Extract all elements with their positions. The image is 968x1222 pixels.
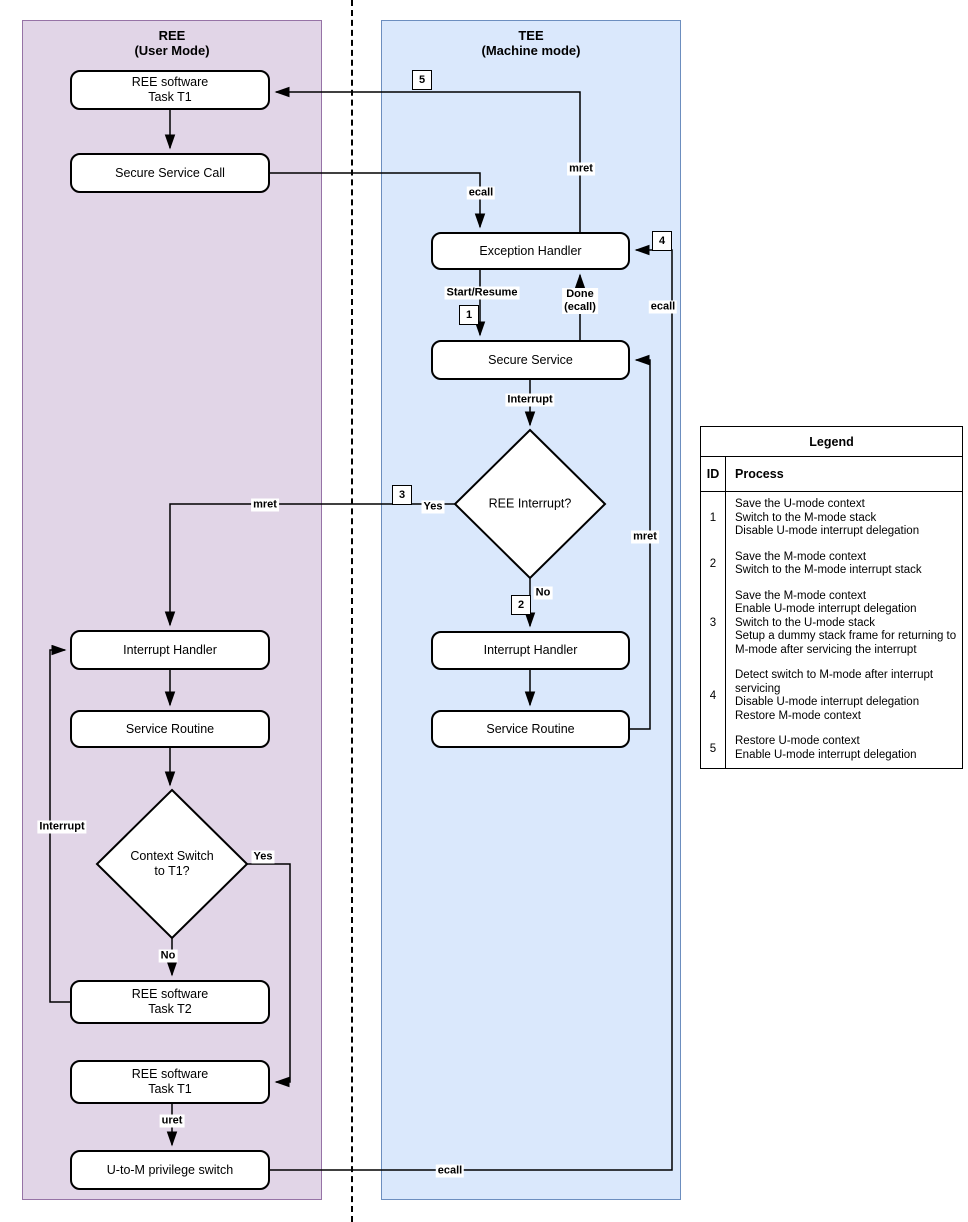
- legend-row-5: 5 Restore U-mode context Enable U-mode i…: [701, 729, 962, 768]
- edge-label-line: (ecall): [564, 301, 596, 313]
- edge-label-ecall-right: ecall: [648, 300, 678, 314]
- node-text-line: Secure Service: [488, 352, 573, 367]
- edge-label-line: Done: [566, 288, 594, 300]
- legend-process-line: Switch to the M-mode stack: [735, 511, 877, 524]
- decision-text-line: to T1?: [154, 864, 190, 878]
- step-marker-2: 2: [511, 595, 531, 615]
- node-text-line: Secure Service Call: [115, 165, 225, 180]
- legend-row-2: 2 Save the M-mode context Switch to the …: [701, 544, 962, 584]
- legend-row-id: 5: [701, 729, 726, 768]
- legend-process-line: Disable U-mode interrupt delegation: [735, 525, 920, 537]
- legend-process-line: Enable U-mode interrupt delegation: [735, 748, 917, 761]
- step-marker-3: 3: [392, 485, 412, 505]
- node-secure-service: Secure Service: [431, 340, 630, 380]
- edge-label-no-ree: No: [158, 949, 178, 963]
- node-text-line: Service Routine: [125, 721, 215, 736]
- node-text-line: REE software: [131, 987, 209, 1001]
- legend-process-line: Restore U-mode context: [735, 735, 860, 747]
- privilege-boundary-dashed-line: [351, 0, 353, 1222]
- edge-label-ecall-top: ecall: [466, 186, 496, 200]
- tee-region-title: TEE (Machine mode): [382, 28, 680, 58]
- tee-region: TEE (Machine mode): [381, 20, 681, 1200]
- ree-region-title: REE (User Mode): [23, 28, 321, 58]
- legend-process-line: Enable U-mode interrupt delegation: [735, 603, 917, 615]
- node-text-line: Task T1: [148, 90, 192, 104]
- node-text-line: Exception Handler: [479, 243, 582, 258]
- legend-process-line: Setup a dummy stack frame for returning …: [735, 630, 957, 642]
- legend-row-id: 1: [701, 492, 726, 545]
- legend-col-process: Process: [735, 467, 784, 481]
- edge-label-uret: uret: [159, 1114, 185, 1128]
- legend-row-id: 3: [701, 583, 726, 663]
- node-text-line: REE software: [131, 75, 209, 89]
- legend-row-4: 4 Detect switch to M-mode after interrup…: [701, 663, 962, 729]
- edge-label-interrupt-ree: Interrupt: [37, 820, 87, 834]
- legend-title: Legend: [701, 427, 962, 457]
- legend-process-line: Switch to the M-mode interrupt stack: [735, 564, 922, 576]
- node-text-line: U-to-M privilege switch: [106, 1162, 234, 1177]
- legend-table: Legend ID Process 1 Save the U-mode cont…: [700, 426, 963, 769]
- ree-title-line: REE: [158, 28, 186, 43]
- node-secure-service-call: Secure Service Call: [70, 153, 270, 193]
- legend-process-line: Save the M-mode context: [735, 550, 867, 563]
- legend-row-1: 1 Save the U-mode context Switch to the …: [701, 492, 962, 545]
- legend-process-line: M-mode after servicing the interrupt: [735, 643, 917, 656]
- tee-subtitle-line: (Machine mode): [481, 43, 581, 58]
- legend-row-process: Save the U-mode context Switch to the M-…: [726, 492, 962, 545]
- edge-label-done-ecall: Done (ecall): [562, 288, 598, 314]
- decision-ree-interrupt-label: REE Interrupt?: [489, 497, 572, 512]
- legend-row-process: Restore U-mode context Enable U-mode int…: [726, 729, 962, 768]
- edge-label-yes-tee: Yes: [421, 500, 445, 514]
- node-ree-interrupt-handler: Interrupt Handler: [70, 630, 270, 670]
- legend-process-line: Detect switch to M-mode after interrupt: [735, 669, 934, 681]
- step-marker-5: 5: [412, 70, 432, 90]
- decision-text-line: Context Switch: [130, 849, 214, 863]
- edge-label-ecall-bottom: ecall: [435, 1164, 465, 1178]
- legend-row-3: 3 Save the M-mode context Enable U-mode …: [701, 583, 962, 664]
- node-text-line: REE software: [131, 1067, 209, 1081]
- legend-header-row: ID Process: [701, 457, 962, 492]
- legend-process-line: Save the M-mode context: [735, 589, 867, 602]
- legend-process-line: Save the U-mode context: [735, 498, 865, 510]
- node-tee-service-routine: Service Routine: [431, 710, 630, 748]
- legend-process-line: Disable U-mode interrupt delegation: [735, 696, 920, 708]
- node-ree-software-task-t2: REE software Task T2: [70, 980, 270, 1024]
- legend-process-line: servicing: [735, 682, 781, 695]
- legend-row-id: 4: [701, 663, 726, 729]
- node-ree-service-routine: Service Routine: [70, 710, 270, 748]
- node-exception-handler: Exception Handler: [431, 232, 630, 270]
- step-marker-1: 1: [459, 305, 479, 325]
- legend-process-line: Restore M-mode context: [735, 709, 861, 722]
- edge-label-mret-right: mret: [631, 530, 659, 544]
- node-tee-interrupt-handler: Interrupt Handler: [431, 631, 630, 670]
- edge-label-start-resume: Start/Resume: [444, 286, 520, 300]
- decision-text-line: REE Interrupt?: [488, 496, 572, 511]
- legend-col-id: ID: [701, 457, 726, 491]
- edge-label-mret-top: mret: [567, 162, 595, 176]
- node-text-line: Interrupt Handler: [123, 642, 217, 657]
- node-u-to-m-privilege-switch: U-to-M privilege switch: [70, 1150, 270, 1190]
- legend-row-process: Save the M-mode context Switch to the M-…: [726, 545, 962, 584]
- legend-row-process: Save the M-mode context Enable U-mode in…: [726, 584, 962, 664]
- node-text-line: Task T1: [148, 1082, 192, 1096]
- node-text-line: Service Routine: [486, 721, 575, 736]
- node-text-line: Task T2: [148, 1002, 192, 1016]
- step-marker-4: 4: [652, 231, 672, 251]
- edge-label-interrupt-tee: Interrupt: [505, 393, 555, 407]
- legend-process-line: Switch to the U-mode stack: [735, 616, 875, 629]
- tee-title-line: TEE: [518, 28, 544, 43]
- edge-label-no-tee: No: [533, 586, 553, 600]
- legend-row-id: 2: [701, 544, 726, 584]
- edge-label-mret-left: mret: [251, 498, 279, 512]
- edge-label-yes-ree: Yes: [251, 850, 275, 864]
- ree-subtitle-line: (User Mode): [134, 43, 210, 58]
- node-text-line: Interrupt Handler: [483, 643, 578, 657]
- node-ree-software-task-t1-top: REE software Task T1: [70, 70, 270, 110]
- decision-context-switch-label: Context Switch to T1?: [130, 849, 213, 879]
- node-ree-software-task-t1-bottom: REE software Task T1: [70, 1060, 270, 1104]
- legend-row-process: Detect switch to M-mode after interrupt …: [726, 663, 962, 729]
